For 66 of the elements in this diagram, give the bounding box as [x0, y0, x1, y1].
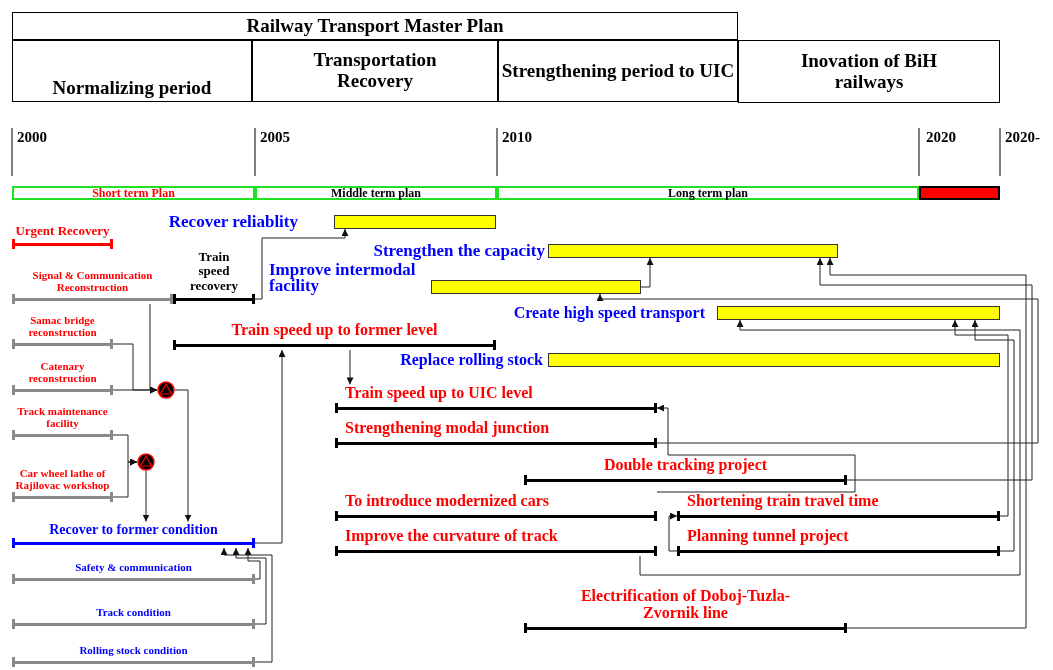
activity-label: Create high speed transport	[513, 306, 705, 320]
activity-label: Safety & communication	[75, 560, 192, 573]
arrow	[668, 512, 678, 552]
activity-label: Improve intermodal facility	[269, 262, 417, 294]
activity-label: Planning tunnel project	[687, 527, 849, 545]
activity-label: Train speed up to UIC level	[345, 384, 533, 402]
arrow	[142, 470, 150, 523]
arrow	[596, 293, 1039, 444]
header-title: Normalizing period	[52, 78, 212, 99]
activity-label: Track condition	[96, 605, 171, 618]
header-title: Strengthening period to UIC	[501, 60, 735, 82]
header-cell	[252, 40, 498, 102]
header-cell	[12, 40, 252, 102]
activity-label: Train speed recovery	[188, 250, 240, 293]
plan-label: Long term plan	[668, 188, 748, 198]
arrow	[112, 458, 138, 498]
plan-label: Middle term plan	[331, 188, 421, 198]
activity-label: Double tracking project	[603, 456, 768, 474]
arrow	[220, 547, 273, 663]
year-label: 2020-	[1005, 128, 1040, 146]
year-label: 2000	[17, 128, 47, 146]
plan-segment	[12, 186, 255, 200]
arrow	[816, 257, 1033, 481]
year-label: 2010	[502, 128, 532, 146]
activity-label: Replace rolling stock	[400, 353, 543, 367]
activity-label: Rolling stock condition	[79, 643, 188, 656]
year-label: 2020	[926, 128, 956, 146]
header-title: Railway Transport Master Plan	[246, 15, 504, 37]
header-title: Inovation of BiH railways	[799, 50, 939, 93]
arrow	[254, 228, 349, 300]
activity-label: Signal & Communication Reconstruction	[31, 268, 154, 293]
header-cell	[498, 40, 738, 102]
activity-label: Improve the curvature of track	[345, 527, 558, 545]
arrow	[656, 404, 856, 493]
plan-segment	[255, 186, 497, 200]
activity-label: Strengthen the capacity	[373, 244, 545, 258]
activity-label: Electrification of Doboj-Tuzla-Zvornik line	[579, 586, 792, 622]
arrow	[826, 257, 1027, 629]
activity-label: Strengthening modal junction	[345, 419, 550, 437]
plan-segment	[919, 186, 1000, 200]
year-label: 2005	[260, 128, 290, 146]
activity-label: Urgent Recovery	[15, 223, 110, 238]
arrow	[951, 319, 1009, 517]
activity-label: Recover to former condition	[49, 521, 218, 537]
arrow	[112, 386, 158, 394]
plan-label: Short term Plan	[92, 188, 175, 198]
header-cell	[12, 12, 738, 40]
arrow	[640, 257, 654, 288]
activity-label: Track maintenance facility	[16, 404, 109, 429]
header-cell	[738, 40, 1000, 103]
activity-label: Shortening train travel time	[687, 492, 879, 510]
arrow	[232, 547, 267, 625]
arrow	[639, 319, 1021, 576]
arrow	[174, 389, 192, 523]
arrow	[346, 349, 354, 385]
activity-label: Train speed up to former level	[231, 321, 438, 339]
arrow	[244, 547, 261, 580]
activity-label: Car wheel lathe of Rajilovac workshop	[14, 466, 111, 491]
arrow	[971, 319, 1015, 552]
header-title: Transportation Recovery	[312, 50, 438, 92]
activity-label: Recover reliablity	[168, 215, 298, 229]
activity-label: To introduce modernized cars	[345, 492, 549, 510]
activity-label: Samac bridge reconstruction	[27, 313, 98, 338]
plan-segment	[497, 186, 919, 200]
activity-label: Catenary reconstruction	[27, 359, 98, 384]
arrow	[254, 349, 286, 544]
